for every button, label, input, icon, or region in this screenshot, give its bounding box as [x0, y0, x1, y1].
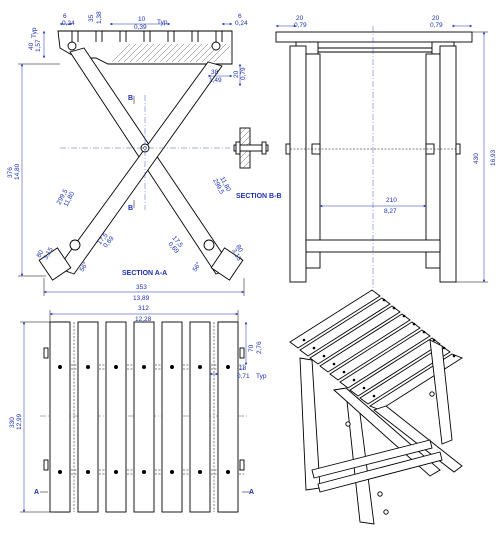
dim-ang-b: 56° — [191, 260, 203, 273]
dim-d70-in: 2,76 — [256, 341, 263, 354]
dim-h376-in: 14,80 — [14, 163, 21, 180]
dim-side20b-in: 0,79 — [430, 22, 443, 29]
dim-d38-mm: 38 — [211, 69, 219, 76]
front-view: A A 312 12,28 70 2,76 18 0,71 Typ 330 12… — [9, 305, 267, 513]
front-slats — [49, 321, 239, 513]
dim-d35-in: 1,38 — [96, 11, 103, 24]
dim-w312-in: 12,28 — [135, 316, 152, 323]
dim-d20a-in: 0,79 — [240, 67, 247, 80]
cut-b-bottom: B — [128, 205, 133, 212]
foot-left — [38, 247, 72, 281]
dim-d10-in: 0,39 — [134, 24, 147, 31]
hole-left-icon — [69, 239, 81, 251]
section-aa-label: SECTION A-A — [122, 270, 167, 277]
seat-block — [57, 30, 233, 65]
leg-right-to-left — [57, 61, 223, 275]
dim-slat-w-in: 0,24 — [62, 20, 75, 27]
dim-d38-in: 1,49 — [209, 77, 222, 84]
dim-d6r-in: 0,24 — [235, 20, 248, 27]
dim-d40-in: 1,57 — [35, 39, 42, 52]
dim-d35-mm: 35 — [88, 14, 95, 22]
dim-w312-mm: 312 — [138, 305, 149, 312]
section-bb-label: SECTION B-B — [236, 193, 282, 200]
dim-d80b-mm: 80 — [234, 244, 244, 254]
dim-side20b-mm: 20 — [432, 15, 440, 22]
dim-w210-in: 8,27 — [384, 208, 397, 215]
dim-h430-in: 16,93 — [490, 149, 497, 166]
dim-w353-in: 13,89 — [133, 295, 150, 302]
dim-d18-in: 0,71 — [237, 373, 250, 380]
dim-typ-left: Typ — [31, 27, 38, 38]
iso-slats — [289, 289, 463, 411]
dim-w353-mm: 353 — [136, 284, 147, 291]
dim-h330-in: 12,99 — [16, 413, 23, 430]
seat-top-slat — [275, 31, 473, 43]
dim-d20a-mm: 20 — [233, 70, 240, 78]
dim-d40-mm: 40 — [28, 42, 35, 50]
dim-slat-w-mm: 6 — [63, 13, 67, 20]
dim-h430-mm: 430 — [473, 153, 480, 164]
cut-a-left: A — [34, 489, 39, 496]
isometric-view — [289, 289, 463, 525]
dim-typ: Typ — [157, 19, 168, 26]
side-view: 20 0,79 20 0,79 430 16,93 210 8,27 — [275, 15, 497, 290]
cut-b-top: B — [128, 95, 133, 102]
section-aa-view: B B 6 0,24 35 1,38 10 0,39 Typ 6 0,24 40… — [7, 11, 248, 302]
dim-d6r-mm: 6 — [238, 13, 242, 20]
dim-d18-mm: 18 — [239, 365, 247, 372]
dim-side20a-in: 0,79 — [294, 22, 307, 29]
hole-right-icon — [203, 239, 215, 251]
dim-h376-mm: 376 — [7, 167, 14, 178]
dim-w210-mm: 210 — [386, 197, 397, 204]
dim-typ2: Typ — [256, 373, 267, 380]
section-bb-detail: SECTION B-B — [233, 127, 282, 200]
dim-side20a-mm: 20 — [296, 15, 304, 22]
dim-h330-mm: 330 — [9, 417, 16, 428]
cut-a-right: A — [249, 489, 254, 496]
foot-right — [210, 247, 244, 281]
dim-d80a-mm: 80 — [36, 249, 46, 259]
dim-d70-mm: 70 — [248, 344, 255, 352]
dim-d10-mm: 10 — [138, 16, 146, 23]
